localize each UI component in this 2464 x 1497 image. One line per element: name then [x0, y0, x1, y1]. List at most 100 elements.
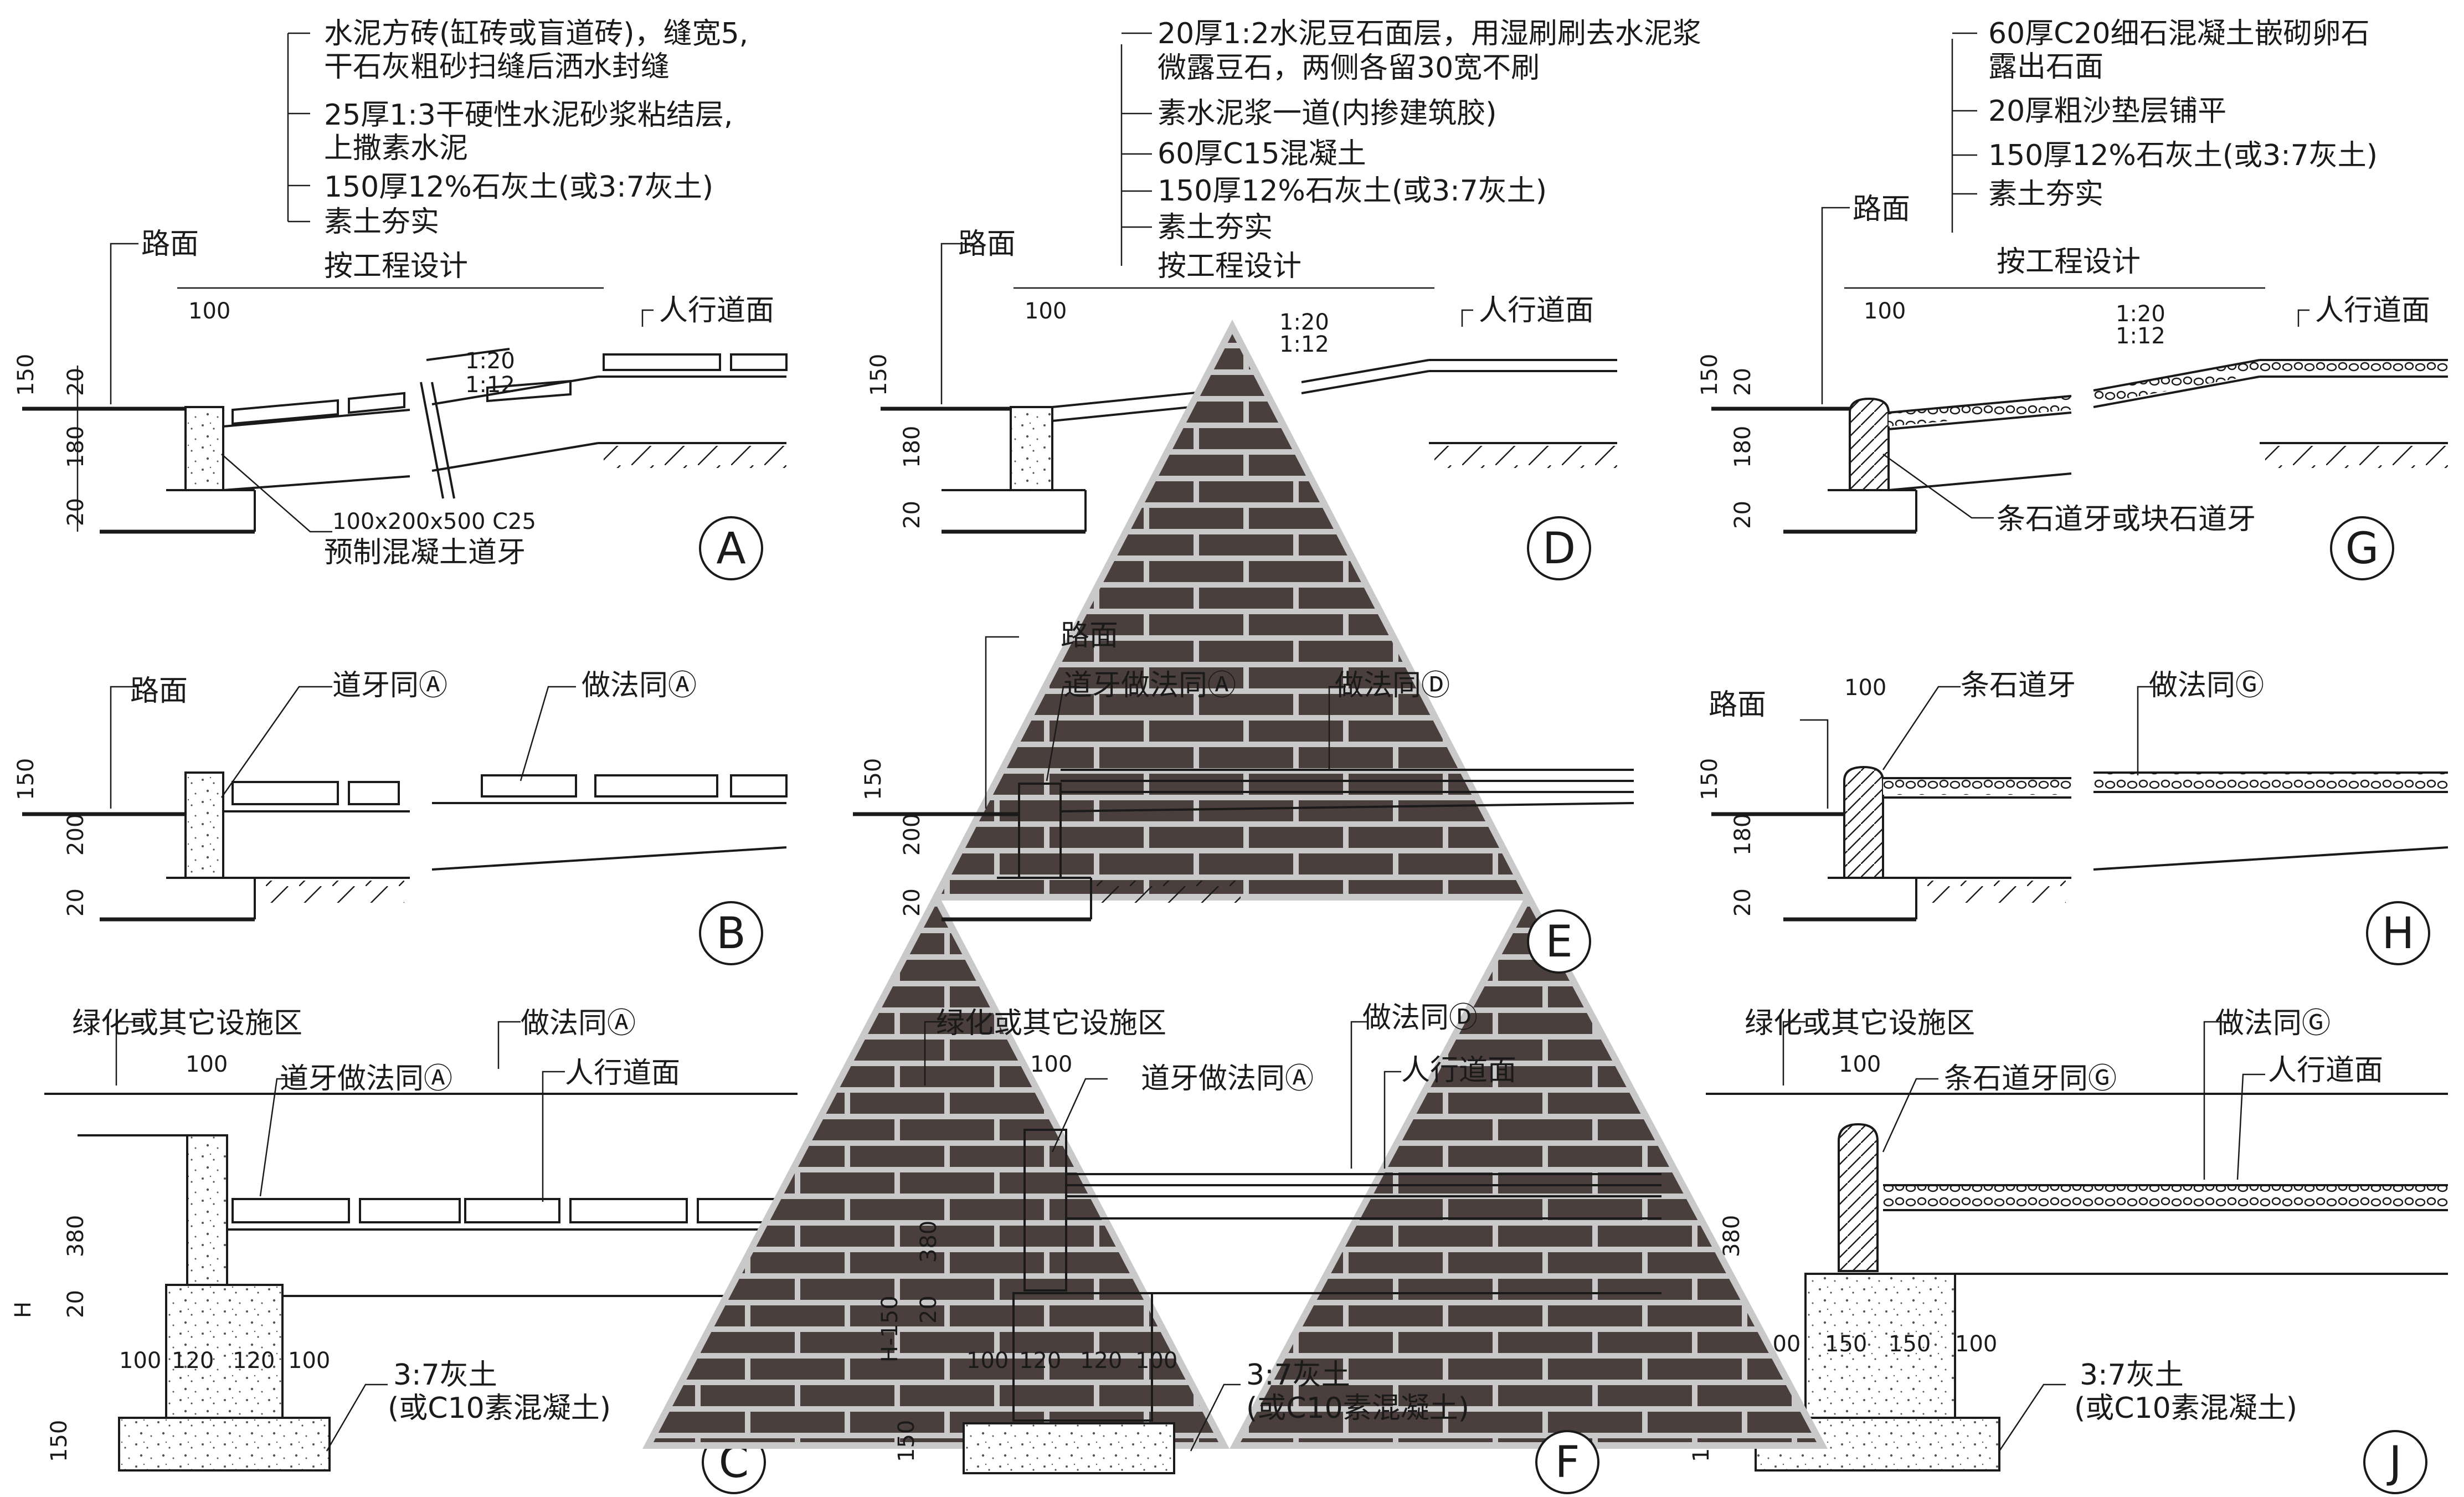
d-road-label: 路面	[958, 228, 1016, 261]
detail-f-section	[963, 1129, 1661, 1474]
c-dim-h: H	[11, 1301, 36, 1318]
b-dim-20: 20	[63, 888, 89, 917]
b-same-label: 做法同Ⓐ	[582, 669, 697, 702]
e-dim-150: 150	[861, 758, 886, 800]
detail-g: 60厚C20细石混凝土嵌砌卵石 露出石面 20厚粗沙垫层铺平 150厚12%石灰…	[1697, 17, 2448, 580]
c-green-label: 绿化或其它设施区	[72, 1007, 302, 1040]
d-layer-6: 按工程设计	[1158, 250, 1302, 283]
c-dim-100: 100	[186, 1052, 228, 1077]
a-layer-2b: 上撒素水泥	[324, 132, 468, 165]
j-lime-2: (或C10素混凝土)	[2074, 1392, 2297, 1425]
d-layer-1: 20厚1:2水泥豆石面层，用湿刷刷去水泥浆	[1158, 17, 1701, 50]
detail-e: 路面 道牙做法同Ⓐ 做法同Ⓓ 150 200 20 E	[853, 619, 1634, 974]
a-layer-1: 水泥方砖(缸砖或盲道砖)，缝宽5,	[324, 17, 748, 50]
detail-f: 绿化或其它设施区 道牙做法同Ⓐ 做法同Ⓓ 人行道面 3:7灰土 (或C10素混凝…	[877, 1001, 1661, 1494]
detail-b: 路面 道牙同Ⓐ 做法同Ⓐ 150 200 20 B	[13, 669, 788, 965]
d-layer-5: 素土夯实	[1158, 211, 1273, 244]
h-dim-100: 100	[1844, 675, 1886, 701]
f-dim-380: 380	[916, 1221, 942, 1263]
f-lime-1: 3:7灰土	[1246, 1359, 1350, 1392]
e-dim-200: 200	[899, 814, 925, 856]
j-same-label: 做法同Ⓖ	[2215, 1007, 2331, 1040]
g-curb-label: 条石道牙或块石道牙	[1997, 503, 2256, 536]
g-slope-1: 1:20	[2116, 301, 2165, 327]
tag-f: F	[1535, 1430, 1599, 1494]
svg-text:G: G	[2345, 524, 2379, 574]
detail-j: 绿化或其它设施区 条石道牙同Ⓖ 做法同Ⓖ 人行道面 3:7灰土 (或C10素混凝…	[1689, 1007, 2448, 1494]
d-layer-4: 150厚12%石灰土(或3:7灰土)	[1158, 174, 1547, 208]
g-dim-100: 100	[1864, 299, 1906, 324]
b-dim-200: 200	[63, 814, 89, 856]
tag-j: J	[2363, 1430, 2427, 1494]
svg-text:B: B	[716, 909, 746, 959]
g-slope-2: 1:12	[2116, 323, 2165, 349]
detail-h-section	[1711, 765, 2448, 922]
brick-triangle-right	[1229, 890, 1828, 1449]
tag-a: A	[699, 516, 763, 580]
c-walk-label: 人行道面	[565, 1057, 680, 1090]
a-curb-spec: 100x200x500 C25	[332, 509, 536, 534]
tag-b: B	[699, 901, 763, 965]
detail-j-section	[1706, 1093, 2448, 1472]
g-dim-20b: 20	[1730, 501, 1756, 529]
c-dim-150: 150	[47, 1420, 72, 1462]
a-layer-4: 素土夯实	[324, 205, 439, 239]
e-dim-20: 20	[899, 888, 925, 917]
c-lime-2: (或C10素混凝土)	[388, 1392, 611, 1425]
h-road-label: 路面	[1709, 688, 1766, 722]
f-dim-100: 100	[1030, 1052, 1072, 1077]
a-dim-20: 20	[63, 368, 89, 396]
detail-c-section	[44, 1093, 798, 1472]
a-slope-2: 1:12	[465, 372, 515, 398]
svg-text:D: D	[1542, 524, 1576, 574]
h-same-label: 做法同Ⓖ	[2149, 669, 2264, 702]
j-lime-1: 3:7灰土	[2080, 1359, 2184, 1392]
g-dim-150: 150	[1697, 354, 1722, 396]
d-dim-20: 20	[899, 501, 925, 529]
g-layer-1b: 露出石面	[1988, 50, 2103, 84]
f-same-label: 做法同Ⓓ	[1362, 1001, 1478, 1035]
detail-h: 路面 条石道牙 做法同Ⓖ 100 150 180 20 H	[1697, 669, 2448, 965]
brick-triangle-left	[642, 890, 1230, 1449]
a-dim-100: 100	[188, 299, 230, 324]
detail-d: 20厚1:2水泥豆石面层，用湿刷刷去水泥浆 微露豆石，两侧各留30宽不刷 素水泥…	[866, 17, 1701, 580]
g-layer-3: 150厚12%石灰土(或3:7灰土)	[1988, 139, 2378, 172]
j-dim-150b: 150	[1889, 1331, 1931, 1357]
detail-e-section	[853, 769, 1634, 922]
svg-text:F: F	[1555, 1438, 1580, 1488]
e-curb-label: 道牙做法同Ⓐ	[1063, 669, 1236, 702]
a-dim-180: 180	[63, 426, 89, 468]
c-dim-100a: 100	[119, 1348, 161, 1373]
d-slope-2: 1:12	[1279, 332, 1329, 357]
svg-text:J: J	[2386, 1438, 2401, 1488]
brick-triangle-overlay	[642, 319, 1828, 1449]
f-dim-120b: 120	[1080, 1348, 1122, 1373]
f-lime-2: (或C10素混凝土)	[1246, 1392, 1469, 1425]
tag-d: D	[1527, 516, 1591, 580]
e-same-label: 做法同Ⓓ	[1335, 669, 1450, 702]
c-curb-label: 道牙做法同Ⓐ	[280, 1062, 452, 1095]
detail-a-leaders	[76, 32, 654, 533]
a-layer-1b: 干石灰粗砂扫缝后洒水封缝	[324, 50, 670, 84]
c-dim-20: 20	[63, 1290, 89, 1318]
tag-e: E	[1527, 909, 1591, 974]
a-road-label: 路面	[141, 228, 199, 261]
f-dim-h150: H-150	[877, 1295, 903, 1362]
svg-text:A: A	[716, 524, 745, 574]
j-dim-100: 100	[1839, 1052, 1881, 1077]
f-curb-label: 道牙做法同Ⓐ	[1141, 1062, 1314, 1095]
d-dim-100: 100	[1025, 299, 1067, 324]
tag-g: G	[2330, 516, 2394, 580]
j-green-label: 绿化或其它设施区	[1745, 1007, 1975, 1040]
a-layer-3: 150厚12%石灰土(或3:7灰土)	[324, 171, 713, 204]
f-dim-100b: 100	[1135, 1348, 1177, 1373]
g-road-label: 路面	[1853, 193, 1910, 226]
d-layer-3: 60厚C15混凝土	[1158, 137, 1366, 171]
f-green-label: 绿化或其它设施区	[936, 1007, 1166, 1040]
d-layer-1b: 微露豆石，两侧各留30宽不刷	[1158, 52, 1540, 85]
b-curb-label: 道牙同Ⓐ	[332, 669, 447, 702]
c-lime-1: 3:7灰土	[393, 1359, 497, 1392]
g-walk-label: 人行道面	[2315, 294, 2430, 327]
h-dim-180: 180	[1730, 814, 1756, 856]
